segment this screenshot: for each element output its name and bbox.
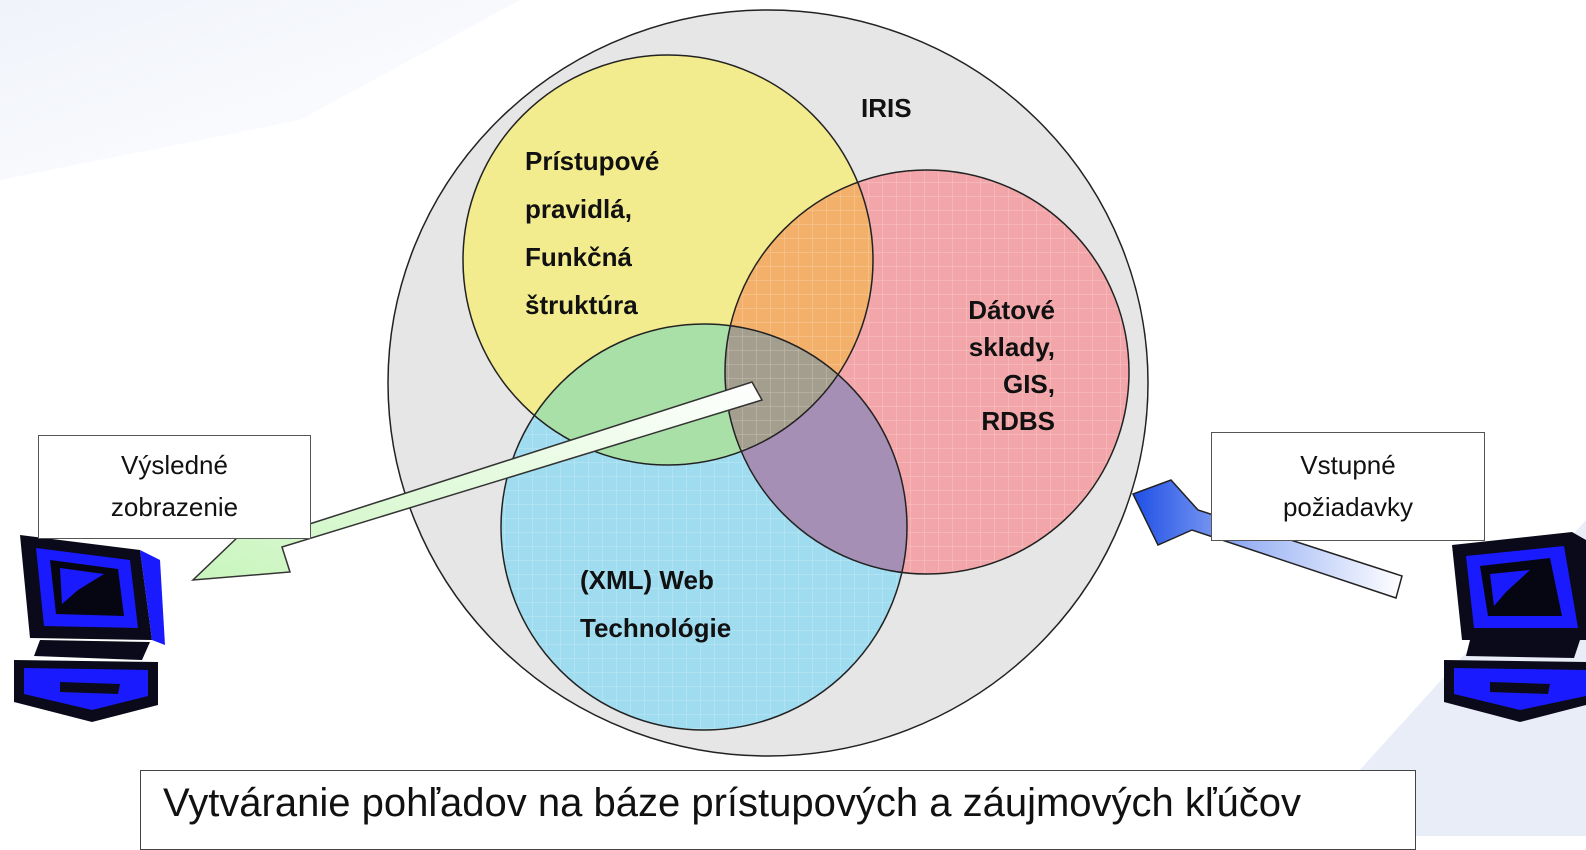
red-line-4: RDBS bbox=[981, 406, 1055, 436]
computer-icon-left bbox=[14, 535, 165, 722]
background-accent-topleft bbox=[0, 0, 520, 180]
input-label-line-1: Vstupné bbox=[1300, 449, 1396, 480]
computer-icon-right bbox=[1444, 532, 1586, 722]
iris-label: IRIS bbox=[861, 93, 912, 123]
red-circle-text: Dátové sklady, GIS, RDBS bbox=[900, 292, 1055, 440]
yellow-line-3: Funkčná bbox=[525, 242, 632, 272]
yellow-line-1: Prístupové bbox=[525, 146, 660, 176]
caption-box: Vytváranie pohľadov na báze prístupových… bbox=[140, 770, 1416, 850]
red-line-1: Dátové bbox=[968, 295, 1055, 325]
blue-circle-text: (XML) Web Technológie bbox=[580, 556, 731, 652]
output-label-line-1: Výsledné bbox=[121, 450, 228, 481]
red-line-2: sklady, bbox=[968, 332, 1055, 362]
input-label-line-2: požiadavky bbox=[1282, 491, 1414, 522]
overlap-red-blue bbox=[725, 324, 907, 574]
yellow-line-2: pravidlá, bbox=[525, 194, 632, 224]
output-label-box: Výsledné zobrazenie bbox=[38, 435, 311, 539]
red-line-3: GIS, bbox=[1002, 369, 1055, 399]
yellow-circle-text: Prístupové pravidlá, Funkčná štruktúra bbox=[525, 137, 659, 329]
input-label-box: Vstupné požiadavky bbox=[1211, 432, 1485, 541]
caption-text: Vytváranie pohľadov na báze prístupových… bbox=[163, 781, 1302, 825]
yellow-line-4: štruktúra bbox=[525, 290, 638, 320]
blue-line-2: Technológie bbox=[580, 613, 732, 643]
output-label-line-2: zobrazenie bbox=[110, 492, 239, 522]
blue-line-1: (XML) Web bbox=[580, 565, 714, 595]
